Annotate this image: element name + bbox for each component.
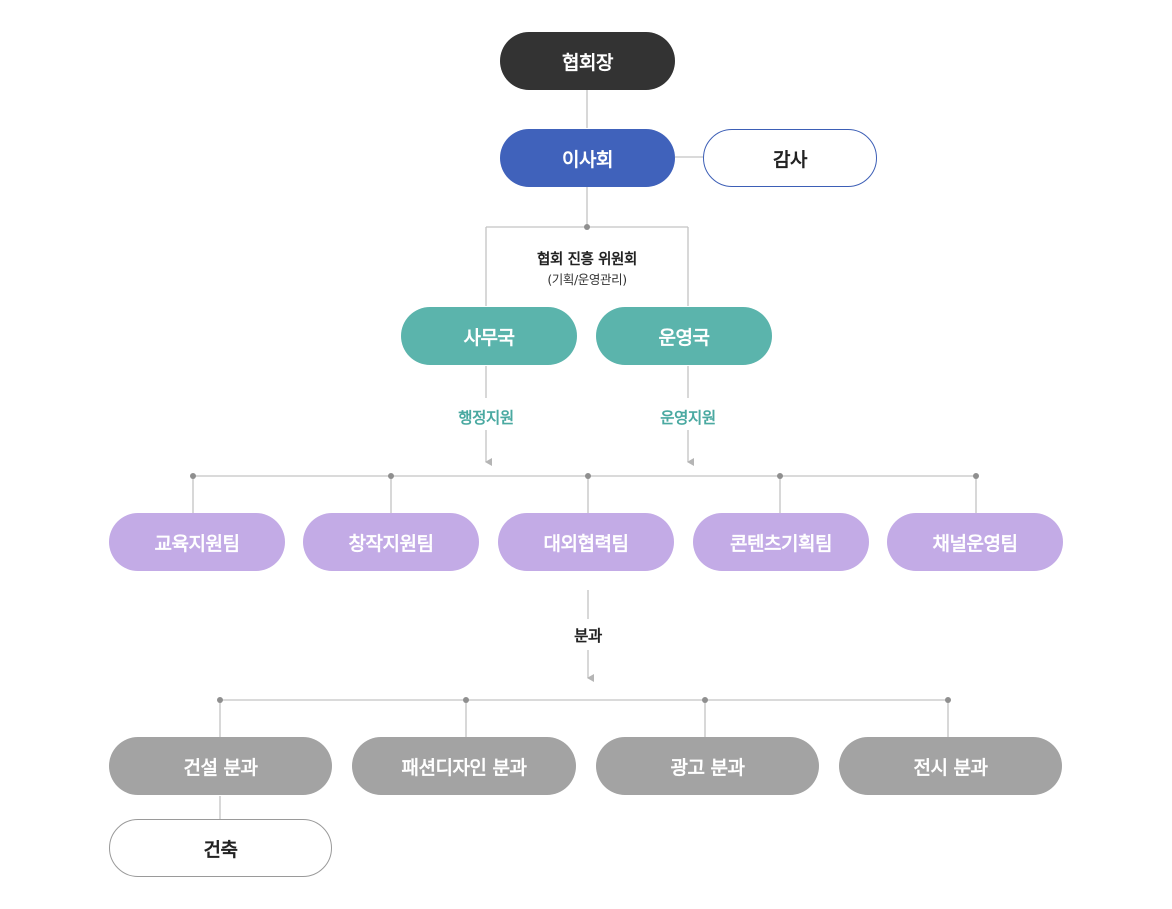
junction-dot [584, 224, 590, 230]
subcommittee-label: 분과 [574, 627, 602, 645]
team-node: 콘텐츠기획팀 [693, 513, 869, 571]
subcommittee-node: 건설 분과 [109, 737, 332, 795]
junction-dot [217, 697, 223, 703]
junction-dot [973, 473, 979, 479]
committee-title: 협회 진흥 위원회 [537, 252, 637, 268]
office-node-secretariat: 사무국 [401, 307, 577, 365]
team-node: 창작지원팀 [303, 513, 479, 571]
junction-dot [463, 697, 469, 703]
board-node: 이사회 [500, 129, 675, 187]
subcommittee-node: 패션디자인 분과 [352, 737, 576, 795]
junction-dot [190, 473, 196, 479]
office-node-operations: 운영국 [596, 307, 772, 365]
committee-subtitle: (기획/운영관리) [547, 272, 627, 287]
president-node: 협회장 [500, 32, 675, 90]
office-support-label-operations: 운영지원 [660, 409, 716, 427]
junction-dot [388, 473, 394, 479]
subcommittee-node: 전시 분과 [839, 737, 1062, 795]
junction-dot [702, 697, 708, 703]
subcommittee-node: 광고 분과 [596, 737, 819, 795]
junction-dot [777, 473, 783, 479]
junction-dot [585, 473, 591, 479]
team-node: 교육지원팀 [109, 513, 285, 571]
team-node: 대외협력팀 [498, 513, 674, 571]
construction-child-node: 건축 [109, 819, 332, 877]
office-support-label-admin: 행정지원 [458, 409, 514, 427]
team-node: 채널운영팀 [887, 513, 1063, 571]
junction-dot [945, 697, 951, 703]
auditor-node: 감사 [703, 129, 877, 187]
